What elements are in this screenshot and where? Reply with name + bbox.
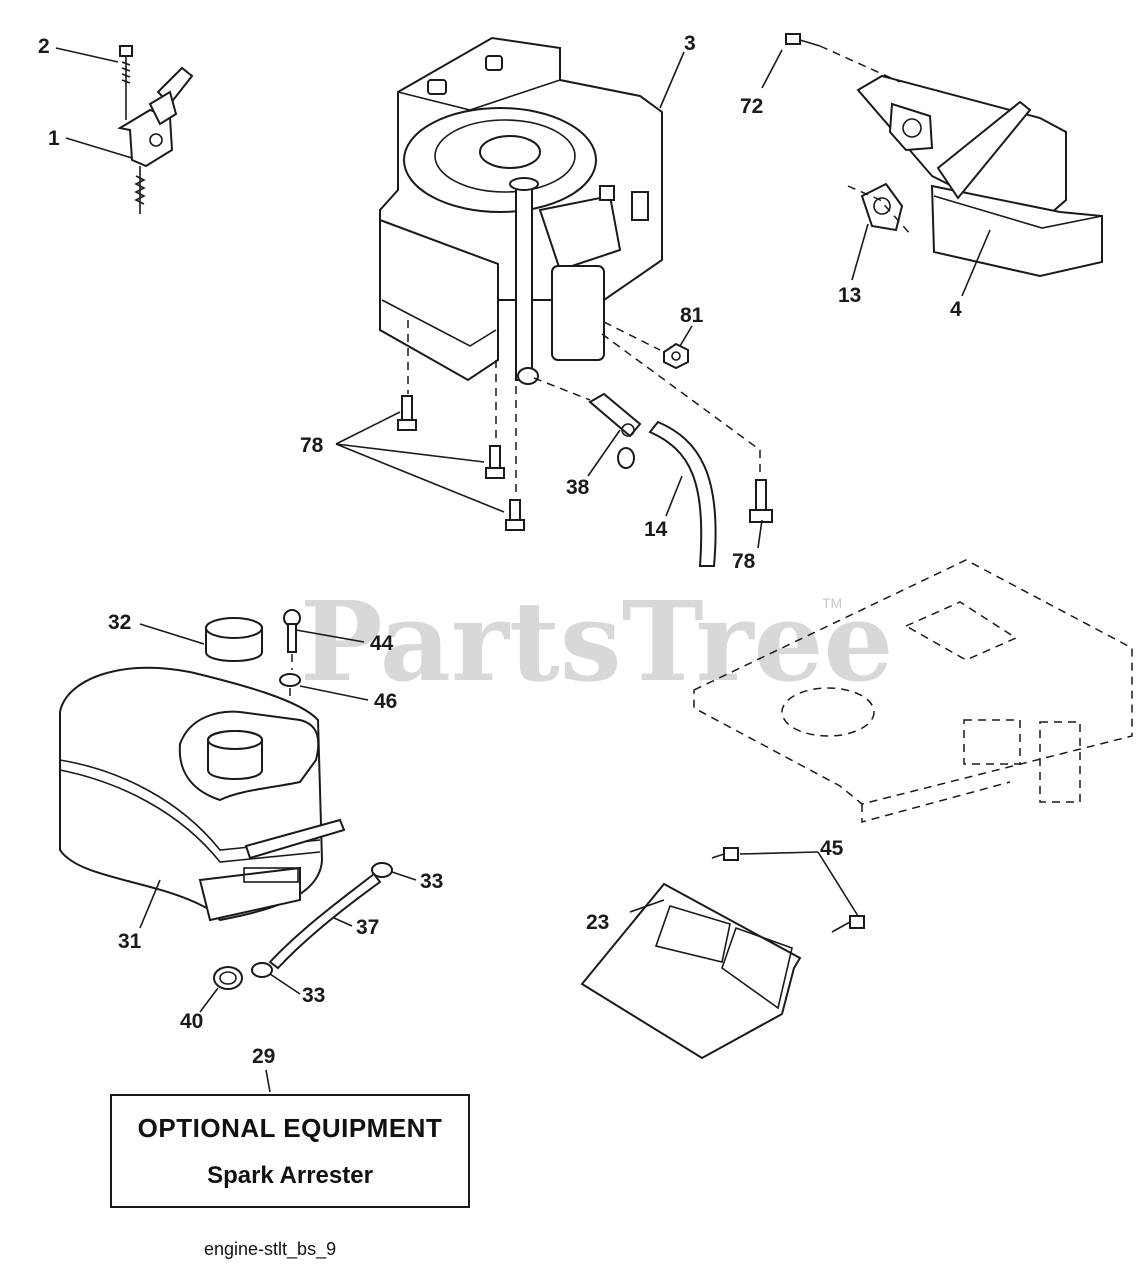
callout-46[interactable]: 46 [374, 690, 397, 713]
watermark-text: PartsTree [300, 577, 894, 706]
exhaust-bolt-part[interactable] [785, 33, 821, 47]
callout-38[interactable]: 38 [566, 476, 590, 499]
callout-81[interactable]: 81 [680, 304, 704, 327]
callout-23[interactable]: 23 [586, 911, 609, 934]
callout-13[interactable]: 13 [838, 284, 861, 307]
heat-shield-screw-part[interactable] [711, 847, 739, 861]
grommet-part[interactable] [213, 966, 243, 990]
callout-31[interactable]: 31 [118, 930, 142, 953]
engine-bolt-part[interactable] [485, 445, 505, 479]
callout-33-lower[interactable]: 33 [302, 984, 325, 1007]
nut-part[interactable] [663, 342, 689, 370]
engine-bolt-part[interactable] [397, 395, 417, 431]
exhaust-gasket-part[interactable] [860, 182, 904, 232]
fuel-clamp-part[interactable] [371, 862, 393, 878]
engine-part[interactable] [379, 36, 663, 385]
spark-arrester-label[interactable]: Spark Arrester [207, 1161, 373, 1189]
oil-drain-valve-part[interactable] [588, 392, 642, 469]
engine-bolt-part[interactable] [505, 499, 525, 531]
tank-washer-part[interactable] [279, 673, 301, 687]
tank-screw-part[interactable] [283, 609, 301, 653]
watermark-trademark: TM [822, 595, 842, 611]
fuel-clamp-part[interactable] [251, 962, 273, 978]
callout-3[interactable]: 3 [684, 32, 696, 55]
fuel-tank-part[interactable] [59, 666, 346, 922]
callout-40[interactable]: 40 [180, 1010, 203, 1033]
callout-45[interactable]: 45 [820, 837, 844, 860]
callout-1[interactable]: 1 [48, 127, 60, 150]
muffler-part[interactable] [856, 74, 1103, 278]
callout-14[interactable]: 14 [644, 518, 668, 541]
callout-2[interactable]: 2 [38, 35, 50, 58]
optional-equipment-title: OPTIONAL EQUIPMENT [137, 1112, 443, 1143]
callout-78-right[interactable]: 78 [732, 550, 756, 573]
callout-33-upper[interactable]: 33 [420, 870, 443, 893]
frame-outline [693, 559, 1133, 823]
diagram-code: engine-stlt_bs_9 [204, 1239, 337, 1259]
callout-44[interactable]: 44 [370, 632, 394, 655]
oil-drain-hose-part[interactable] [648, 420, 717, 567]
callout-4[interactable]: 4 [950, 298, 962, 321]
callout-37[interactable]: 37 [356, 916, 379, 939]
fuel-cap-part[interactable] [205, 617, 263, 662]
callout-29[interactable]: 29 [252, 1045, 275, 1068]
heat-shield-screw-part[interactable] [831, 915, 865, 933]
callout-72[interactable]: 72 [740, 95, 763, 118]
engine-bolt-part[interactable] [749, 479, 773, 523]
leader-lines [55, 47, 991, 1093]
throttle-control-part[interactable] [117, 66, 194, 214]
heat-shield-part[interactable] [580, 882, 802, 1060]
callout-78-left[interactable]: 78 [300, 434, 324, 457]
optional-equipment-box: OPTIONAL EQUIPMENT Spark Arrester [110, 1094, 470, 1208]
screw-part[interactable] [119, 45, 133, 120]
callout-32[interactable]: 32 [108, 611, 131, 634]
fuel-line-part[interactable] [268, 872, 382, 970]
